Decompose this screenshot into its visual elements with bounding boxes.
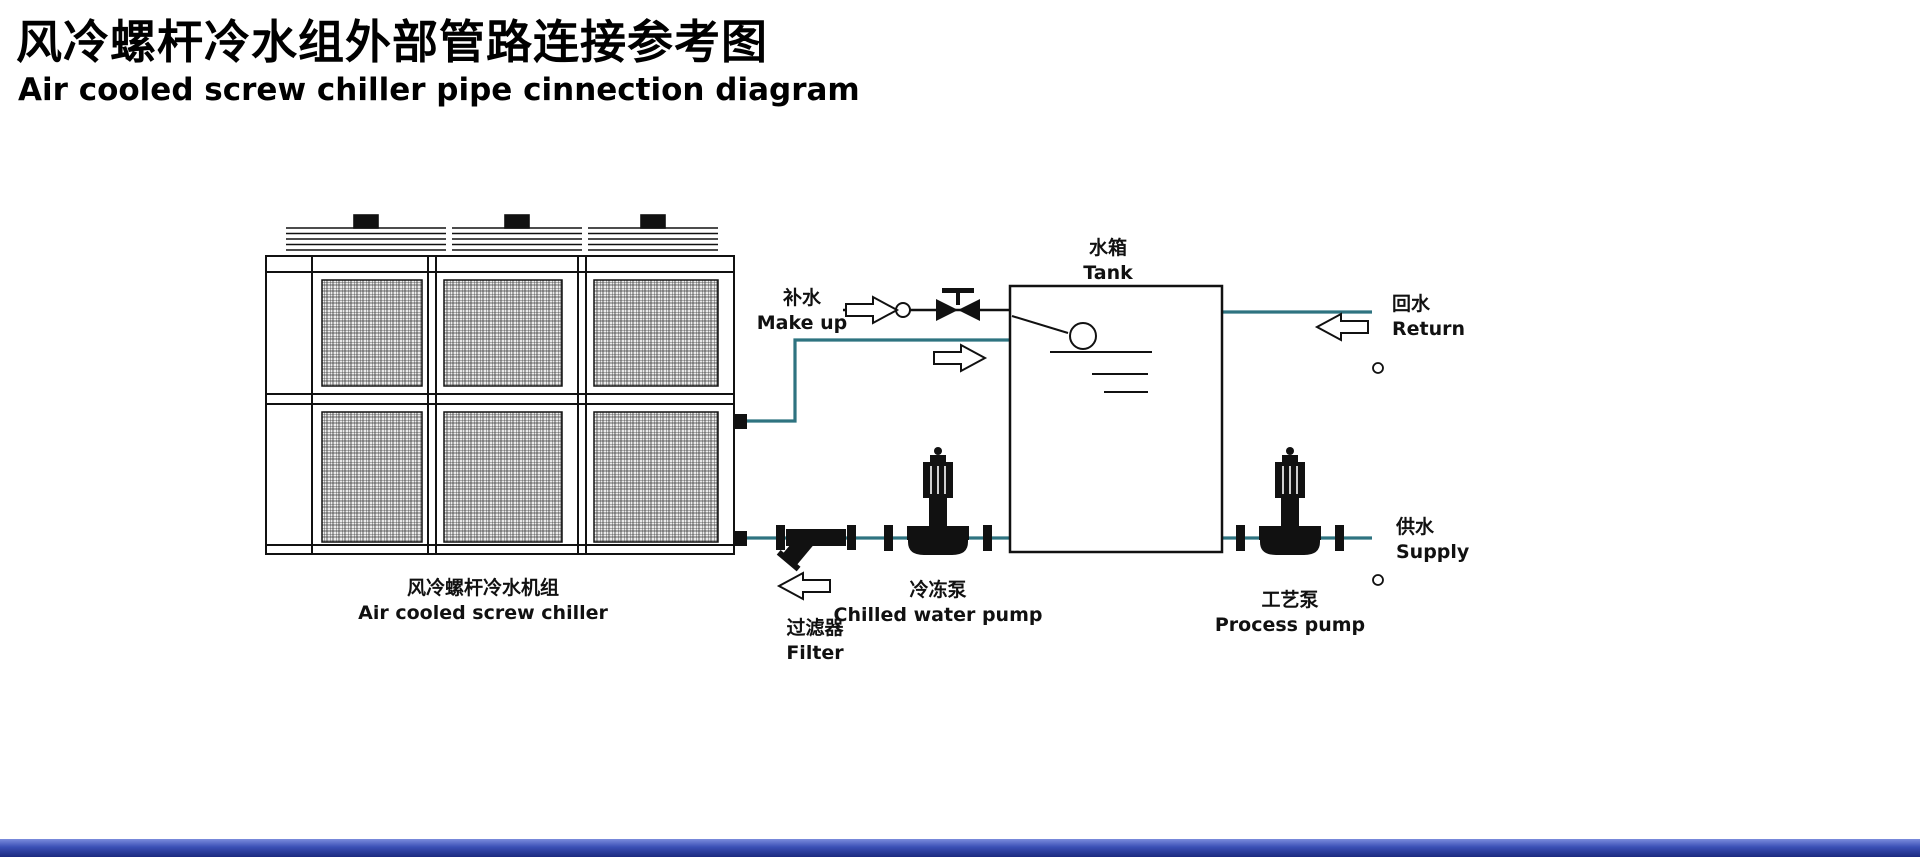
bottom-accent-bar xyxy=(0,839,1920,857)
chiller-top-fans xyxy=(286,214,718,251)
label-process-pump: 工艺泵 Process pump xyxy=(1215,588,1365,638)
label-chiller-zh: 风冷螺杆冷水机组 xyxy=(406,577,560,599)
label-supply: 供水 Supply xyxy=(1396,515,1469,565)
page-title-en: Air cooled screw chiller pipe cinnection… xyxy=(18,72,860,108)
label-process-pump-zh: 工艺泵 xyxy=(1261,589,1319,611)
makeup-flow-arrow xyxy=(845,295,900,325)
label-makeup: 补水 Make up xyxy=(757,286,847,336)
label-supply-en: Supply xyxy=(1396,541,1470,564)
label-filter-en: Filter xyxy=(786,642,844,665)
label-filter: 过滤器 Filter xyxy=(786,616,843,666)
label-return-en: Return xyxy=(1392,318,1466,341)
tank-inflow-arrow xyxy=(933,343,988,373)
label-process-pump-en: Process pump xyxy=(1214,614,1366,637)
label-tank-en: Tank xyxy=(1083,262,1133,285)
label-supply-zh: 供水 xyxy=(1396,516,1435,538)
page-title-zh: 风冷螺杆冷水组外部管路连接参考图 xyxy=(16,15,768,69)
tank-float-valve xyxy=(1011,315,1152,393)
label-chiller: 风冷螺杆冷水机组 Air cooled screw chiller xyxy=(358,576,608,626)
return-flow-arrow xyxy=(1314,312,1369,342)
flow-arrows xyxy=(776,295,1369,601)
label-makeup-zh: 补水 xyxy=(782,287,822,309)
makeup-ball-valve xyxy=(936,288,980,321)
label-chiller-en: Air cooled screw chiller xyxy=(358,602,608,625)
port-markers xyxy=(1372,362,1384,586)
filter-flow-arrow xyxy=(776,571,831,601)
label-return-zh: 回水 xyxy=(1392,293,1431,315)
label-chilled-pump-zh: 冷冻泵 xyxy=(909,579,967,601)
chiller-pipe-stubs xyxy=(734,414,747,546)
label-chilled-pump: 冷冻泵 Chilled water pump xyxy=(834,578,1043,628)
label-tank-zh: 水箱 xyxy=(1088,237,1127,259)
filter-strainer xyxy=(776,525,856,572)
label-makeup-en: Make up xyxy=(756,312,848,335)
label-tank: 水箱 Tank xyxy=(1083,236,1133,286)
tank xyxy=(1008,284,1224,554)
label-return: 回水 Return xyxy=(1392,292,1465,342)
label-filter-zh: 过滤器 xyxy=(786,617,844,639)
chiller-mesh-panels xyxy=(321,279,719,543)
label-chilled-pump-en: Chilled water pump xyxy=(833,604,1043,627)
